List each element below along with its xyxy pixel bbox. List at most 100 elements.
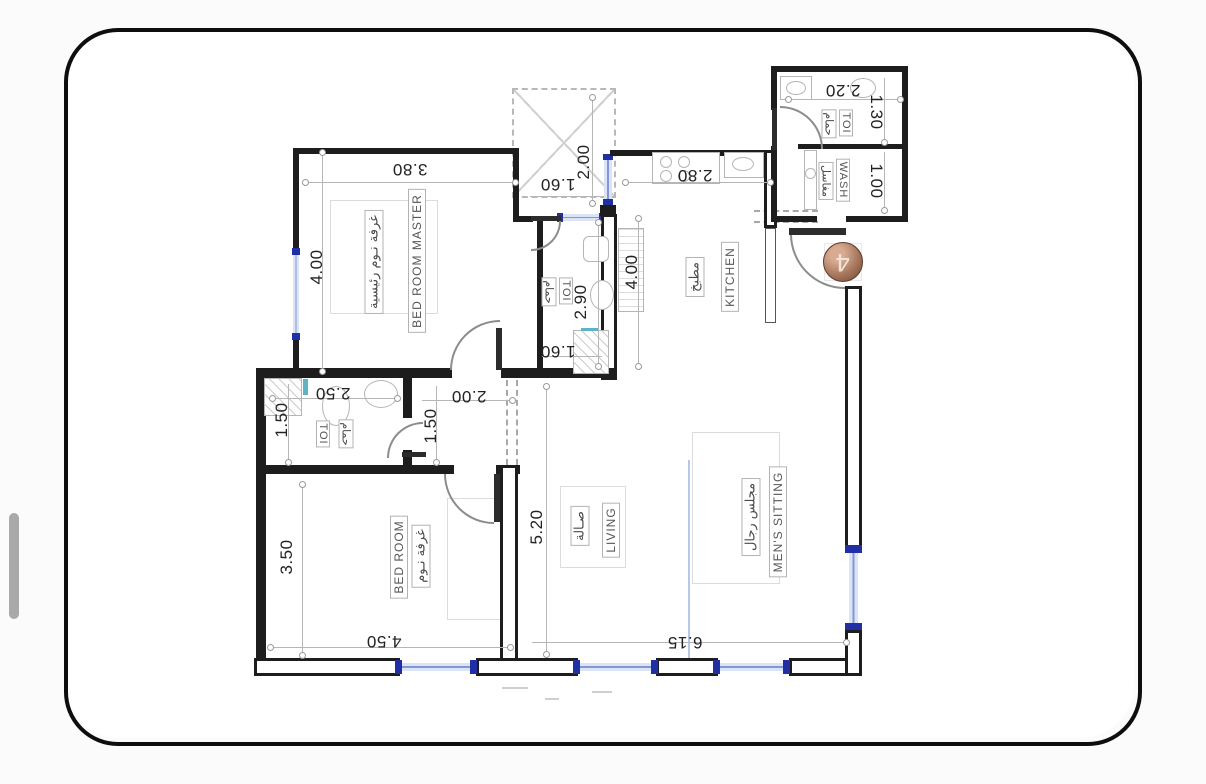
entry-marker: 4	[823, 242, 863, 282]
shower-screen	[303, 379, 308, 395]
label-toilet-top-ar: حمام	[821, 109, 837, 139]
label-bedroom-en: BED ROOM	[390, 515, 408, 599]
label-living-en: LIVING	[602, 502, 620, 558]
dim-line	[288, 384, 289, 462]
wall	[845, 630, 862, 676]
wall	[656, 658, 718, 676]
dim-line	[270, 647, 510, 648]
label-toilet-left-ar: حمام	[338, 419, 354, 449]
node	[635, 215, 642, 222]
window-jamb	[470, 660, 477, 674]
sink	[583, 236, 609, 262]
sink-bowl	[786, 81, 806, 95]
window-jamb	[783, 660, 790, 674]
dim-master-width: 3.80	[392, 160, 428, 179]
door-leaf	[402, 452, 426, 457]
node	[785, 96, 792, 103]
node	[267, 644, 274, 651]
wall	[403, 376, 412, 418]
dim-line	[884, 152, 885, 210]
wall	[771, 216, 817, 222]
wash-counter	[804, 150, 817, 210]
dashed-line	[754, 210, 818, 212]
label-master-en: BED ROOM MASTER	[408, 189, 426, 333]
node	[543, 651, 550, 658]
window	[400, 663, 476, 671]
wall	[513, 216, 533, 222]
node	[589, 200, 596, 207]
window	[562, 214, 600, 221]
node	[319, 368, 326, 375]
node	[622, 179, 629, 186]
label-toilet-mid-ar: حمام	[541, 277, 557, 307]
toilet-fixture	[322, 386, 350, 426]
tick	[502, 687, 528, 689]
door-leaf	[496, 328, 502, 370]
window-jamb	[603, 199, 613, 205]
window-jamb	[292, 248, 300, 255]
glass-partition	[688, 460, 690, 658]
label-kitchen-en: KITCHEN	[721, 242, 739, 312]
dim-bedroom-height: 3.50	[277, 539, 296, 575]
scrollbar-thumb[interactable]	[9, 513, 19, 619]
dim-line	[788, 99, 900, 100]
dim-hall-width: 2.00	[451, 387, 487, 406]
wall	[537, 221, 543, 375]
dim-master-height: 4.00	[307, 249, 326, 285]
wall	[600, 205, 616, 216]
furniture-outline	[692, 432, 780, 584]
node	[595, 363, 602, 370]
dim-living-height: 5.20	[527, 509, 546, 545]
kitchen-counter	[618, 228, 644, 312]
window	[718, 663, 789, 671]
label-wash-en: WASH	[836, 158, 850, 202]
node	[299, 652, 306, 659]
dim-lobby-width: 1.60	[540, 175, 576, 194]
furniture-outline	[560, 486, 626, 568]
window	[578, 663, 656, 671]
label-kitchen-ar: مطبخ	[685, 257, 705, 297]
node	[507, 644, 514, 651]
node	[589, 94, 596, 101]
label-toilet-mid-en: TOI	[559, 277, 573, 305]
window	[604, 160, 612, 200]
dim-line	[546, 386, 547, 654]
dim-line	[638, 218, 639, 366]
wall	[403, 450, 412, 474]
wall	[293, 148, 299, 254]
node	[509, 397, 516, 404]
label-master-ar: غرفة نـوم رئيسية	[364, 210, 384, 314]
dim-line	[436, 386, 437, 462]
dim-toilet-left-height: 1.50	[272, 402, 291, 438]
door-leaf	[494, 474, 500, 522]
dim-line	[598, 222, 599, 366]
window-jamb	[603, 154, 613, 160]
label-living-ar: صـالة	[570, 506, 590, 546]
node	[299, 481, 306, 488]
wall	[846, 216, 908, 222]
dim-line	[884, 78, 885, 142]
tick	[592, 691, 612, 693]
stove-burner	[660, 156, 672, 168]
toilet-fixture	[850, 78, 876, 98]
node	[285, 459, 292, 466]
wall	[765, 228, 776, 323]
dashed-line	[754, 221, 818, 223]
dashed-line	[516, 380, 518, 465]
dim-line	[422, 400, 512, 401]
wall	[256, 368, 266, 676]
wall	[256, 368, 452, 378]
dim-line	[532, 642, 846, 643]
node	[595, 219, 602, 226]
dim-toilet-left-width: 2.50	[315, 384, 351, 403]
node	[897, 96, 904, 103]
label-sitting-ar: مجلس رجال	[741, 477, 761, 557]
wall	[798, 144, 908, 149]
dim-hall-height: 1.50	[421, 408, 440, 444]
dim-toilet-top-height: 1.30	[867, 94, 886, 130]
door-leaf	[531, 216, 561, 221]
wash-basin	[805, 168, 816, 179]
label-toilet-top-en: TOI	[839, 109, 853, 137]
shower	[573, 330, 609, 374]
